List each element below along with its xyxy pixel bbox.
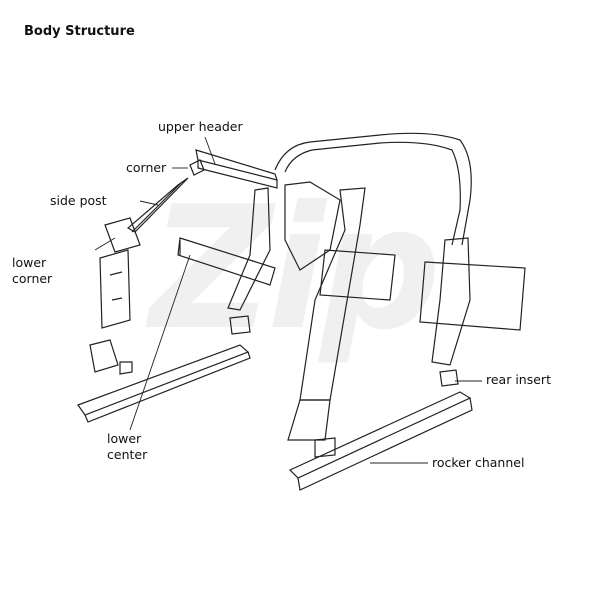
lower-center-part — [177, 237, 276, 286]
corner-part — [189, 159, 205, 176]
label-lower-center-line2: center — [107, 447, 148, 462]
label-lower-corner-line1: lower — [12, 255, 47, 270]
label-upper-header: upper header — [158, 119, 243, 134]
center-pillar-part — [227, 181, 396, 458]
label-corner: corner — [126, 160, 167, 175]
label-rocker-channel: rocker channel — [432, 455, 525, 470]
label-rear-insert: rear insert — [486, 372, 551, 387]
watermark-logo: Zip — [150, 170, 441, 368]
diagram-title: Body Structure — [24, 24, 135, 39]
roof-rail-part — [274, 132, 472, 246]
label-side-post: side post — [50, 193, 107, 208]
upper-header-part — [195, 149, 278, 189]
label-lower-corner-line2: corner — [12, 271, 53, 286]
label-lower-center-line1: lower — [107, 431, 142, 446]
left-rocker-part — [77, 344, 251, 423]
label-lower-center: lower center — [107, 431, 147, 463]
rear-pillar-part — [419, 237, 526, 387]
left-pillar-part — [89, 217, 141, 375]
leader-lines — [94, 136, 482, 464]
label-lower-corner: lower corner — [12, 255, 52, 287]
rocker-channel-part — [288, 391, 473, 491]
